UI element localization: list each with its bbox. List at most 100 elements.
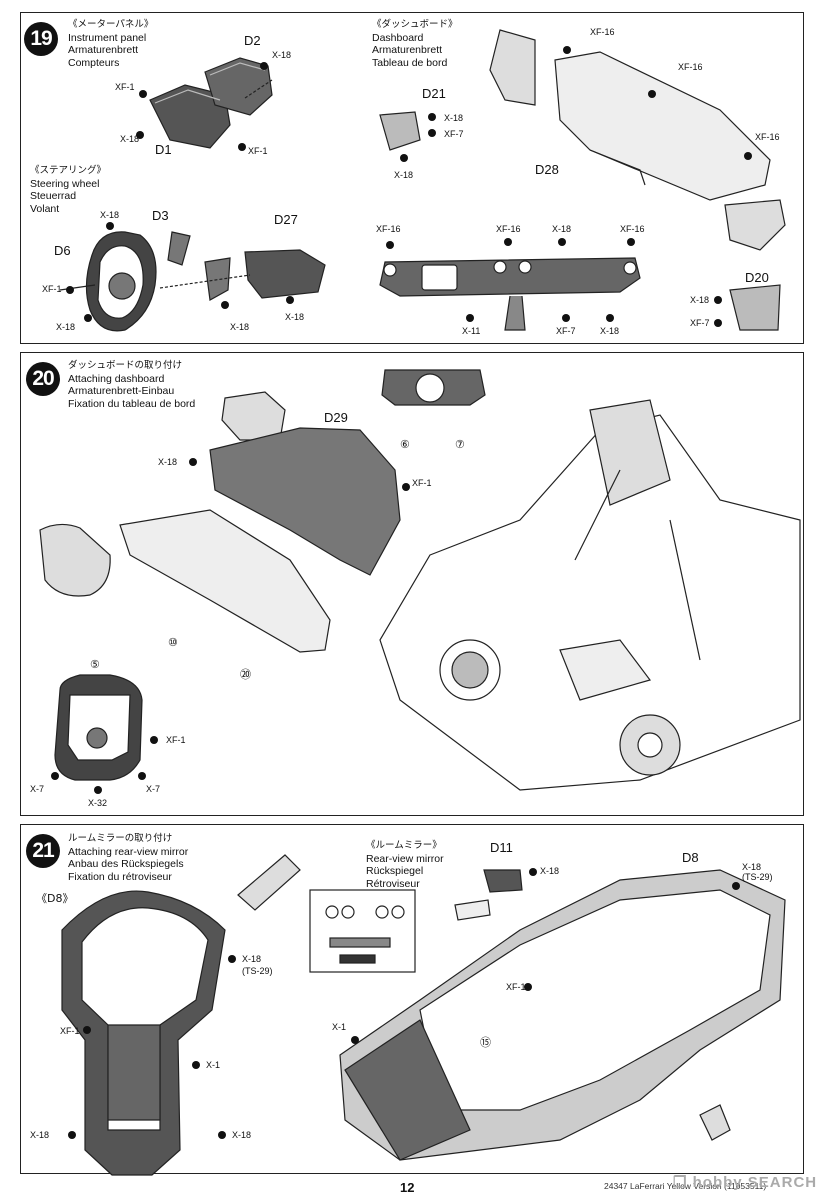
caption-fr: Rétroviseur	[366, 877, 420, 890]
decal-number: ⑥	[400, 439, 410, 451]
screw-label: X-18	[230, 322, 250, 332]
step-number-20: 20	[26, 362, 60, 396]
part-label-d11: D11	[490, 840, 513, 855]
paint-label: (TS-29)	[742, 872, 773, 882]
part-label-d3: D3	[152, 208, 169, 223]
caption-de: Armaturenbrett	[68, 44, 139, 56]
screw-label: X-18	[600, 326, 620, 336]
caption-de: Armaturenbrett	[372, 44, 443, 56]
caption-en: Attaching dashboard	[68, 372, 165, 385]
part-label-d29: D29	[324, 410, 348, 425]
caption-de: Armaturenbrett-Einbau	[68, 385, 175, 397]
screw-label: X-18	[742, 862, 762, 872]
decal-number: ⑩	[168, 637, 178, 649]
screw-label: XF-7	[556, 326, 576, 336]
caption-attaching-dashboard: ダッシュボードの取り付け Attaching dashboard Armatur…	[68, 360, 195, 410]
screw-label: X-7	[30, 784, 45, 794]
caption-jp: 《ルームミラー》	[366, 840, 442, 851]
caption-fr: Compteurs	[68, 56, 120, 69]
screw-label: XF-16	[678, 62, 703, 72]
part-label-d8-view: 《D8》	[36, 892, 74, 905]
screw-label: X-18	[232, 1130, 252, 1140]
part-label-d21: D21	[422, 86, 446, 101]
screw-label: X-18	[690, 295, 710, 305]
caption-jp: ルームミラーの取り付け	[68, 833, 173, 844]
caption-attaching-mirror: ルームミラーの取り付け Attaching rear-view mirror A…	[68, 833, 188, 883]
caption-dashboard: 《ダッシュボード》 Dashboard Armaturenbrett Table…	[372, 19, 458, 69]
caption-rear-view-mirror: 《ルームミラー》 Rear-view mirror Rückspiegel Ré…	[366, 840, 444, 890]
screw-label: X-18	[100, 210, 120, 220]
screw-markers	[51, 46, 752, 1139]
screw-label: X-18	[272, 50, 292, 60]
step-number-19: 19	[24, 22, 58, 56]
screw-label: X-18	[158, 457, 178, 467]
screw-label: X-18	[394, 170, 414, 180]
screw-label: X-18	[540, 866, 560, 876]
screw-label: X-18	[285, 312, 305, 322]
part-label-d28: D28	[535, 162, 559, 177]
screw-label: X-1	[206, 1060, 221, 1070]
screw-label: XF-16	[755, 132, 780, 142]
screw-label: X-18	[56, 322, 76, 332]
caption-de: Rückspiegel	[366, 865, 424, 877]
part-label-d27: D27	[274, 212, 298, 227]
caption-de: Steuerrad	[30, 190, 77, 202]
caption-jp: 《ステアリング》	[30, 165, 107, 176]
screw-label: X-18	[120, 134, 140, 144]
caption-en: Rear-view mirror	[366, 852, 444, 865]
screw-label: XF-16	[620, 224, 645, 234]
rear-view-mirror-art	[61, 854, 786, 1176]
caption-de: Anbau des Rückspiegels	[68, 858, 184, 870]
screw-label: XF-16	[590, 27, 615, 37]
screw-label: XF-16	[496, 224, 521, 234]
caption-jp: 《ダッシュボード》	[372, 19, 458, 30]
caption-fr: Fixation du rétroviseur	[68, 870, 172, 883]
screw-label: X-7	[146, 784, 161, 794]
part-label-d2: D2	[244, 33, 261, 48]
decal-number: ⑤	[90, 659, 100, 671]
decal-number: ⑦	[455, 439, 465, 451]
caption-steering-wheel: 《ステアリング》 Steering wheel Steuerrad Volant	[30, 165, 106, 215]
caption-fr: Tableau de bord	[372, 56, 448, 69]
screw-label: XF-1	[166, 735, 186, 745]
screw-label: XF-16	[376, 224, 401, 234]
screw-label: X-1	[332, 1022, 347, 1032]
caption-instrument-panel: 《メーターパネル》 Instrument panel Armaturenbret…	[68, 19, 153, 69]
screw-label: XF-1	[115, 82, 135, 92]
caption-jp: ダッシュボードの取り付け	[68, 360, 183, 371]
watermark: ❐ hobby SEARCH	[673, 1174, 818, 1191]
caption-fr: Volant	[30, 202, 60, 215]
screw-label: X-18	[552, 224, 572, 234]
step-number-21: 21	[26, 834, 60, 868]
part-label-d1: D1	[155, 142, 172, 157]
screw-label: X-32	[88, 798, 108, 808]
screw-label: X-18	[242, 954, 262, 964]
screw-label: XF-7	[444, 129, 464, 139]
caption-en: Instrument panel	[68, 31, 147, 44]
caption-en: Attaching rear-view mirror	[68, 845, 189, 858]
part-label-d20: D20	[745, 270, 769, 285]
instrument-panel-parts	[149, 57, 273, 149]
decal-number: ⑳	[240, 669, 251, 681]
screw-label: XF-1	[506, 982, 526, 992]
dashboard-parts	[379, 29, 786, 331]
steering-wheel-parts	[59, 231, 326, 332]
screw-label: X-18	[30, 1130, 50, 1140]
page-number: 12	[400, 1180, 415, 1195]
screw-label: XF-1	[42, 284, 62, 294]
part-label-d6: D6	[54, 243, 71, 258]
part-label-d8: D8	[682, 850, 699, 865]
screw-label: XF-7	[690, 318, 710, 328]
screw-label: X-11	[462, 326, 481, 336]
product-code: 24347 LaFerrari Yellow Version (11053511…	[604, 1181, 767, 1191]
attaching-dashboard-art	[39, 369, 801, 791]
paint-label: (TS-29)	[242, 966, 273, 976]
caption-jp: 《メーターパネル》	[68, 19, 154, 30]
caption-en: Dashboard	[372, 31, 424, 44]
caption-en: Steering wheel	[30, 177, 100, 190]
caption-fr: Fixation du tableau de bord	[68, 397, 196, 410]
screw-label: X-18	[444, 113, 464, 123]
decal-number: ⑮	[480, 1037, 491, 1049]
screw-label: XF-1	[60, 1026, 80, 1036]
